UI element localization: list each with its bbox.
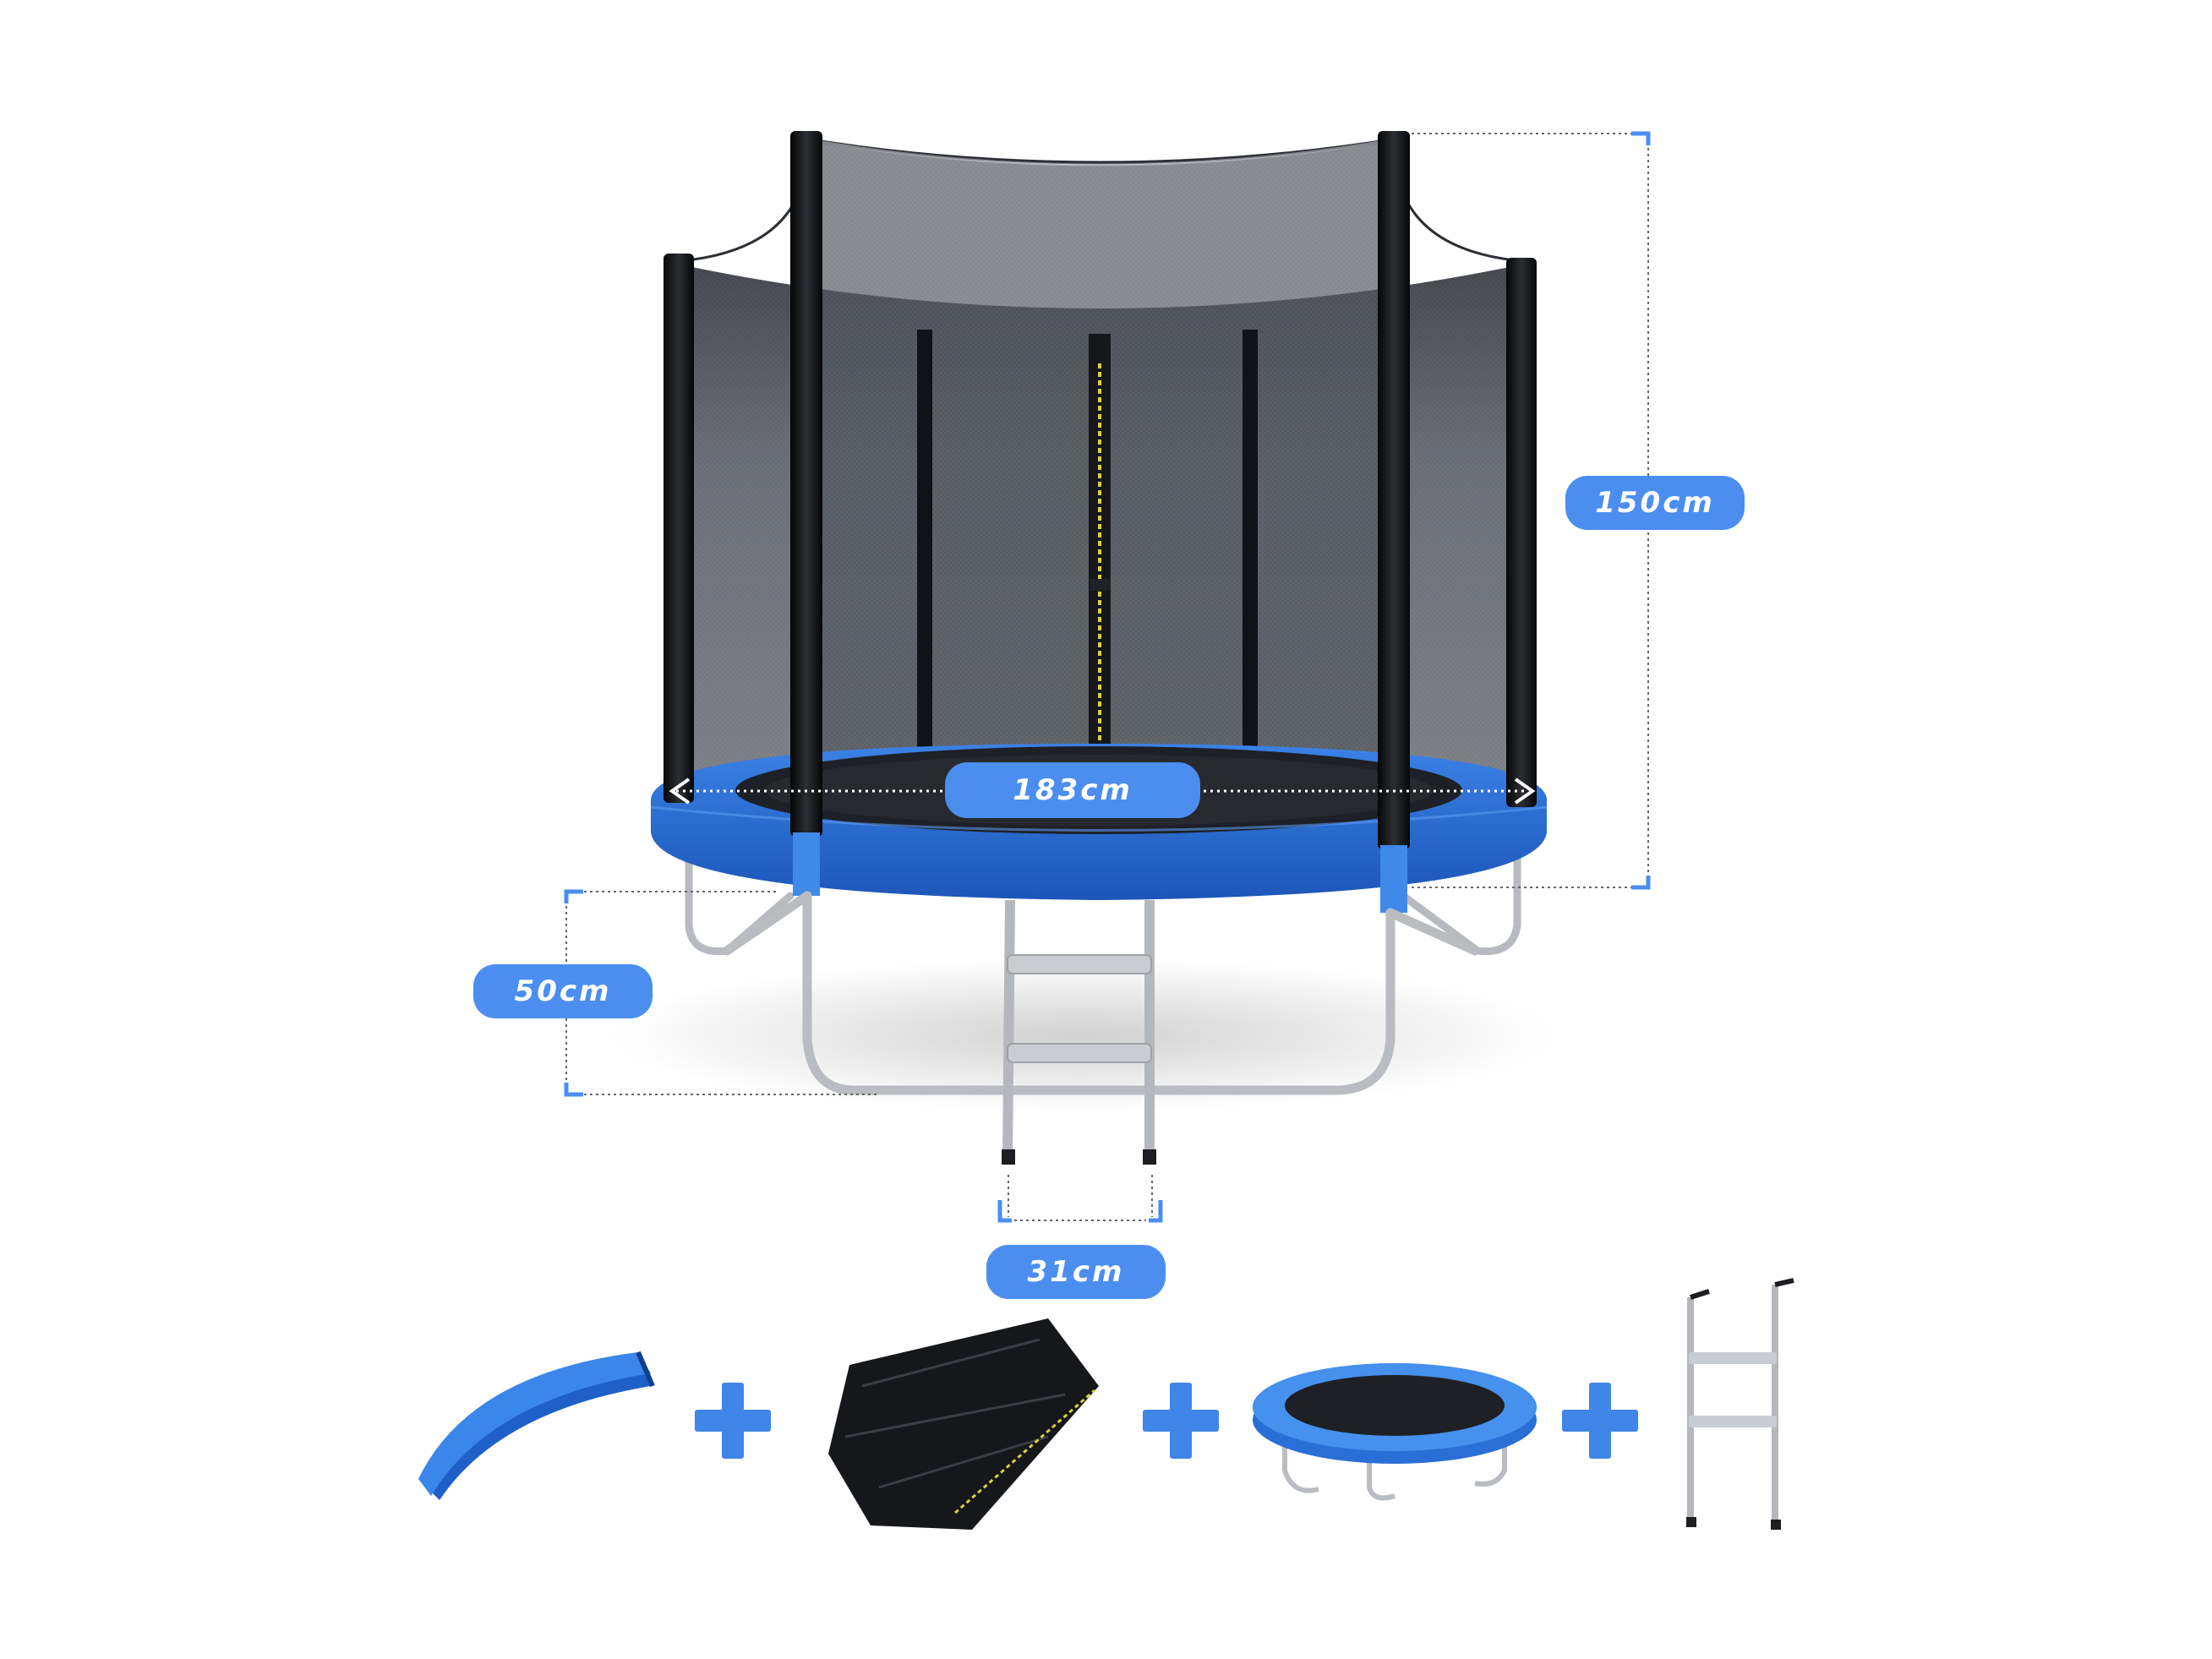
plus-icon [1562,1383,1638,1459]
ladder-width-label: 31cm [986,1245,1166,1299]
components-row [418,1278,1794,1530]
trampoline-illustration [650,131,1548,1165]
plus-icon [1143,1383,1219,1459]
pad-cover-icon [418,1351,655,1500]
leg-height-label: 50cm [473,964,653,1018]
ground-shadow [609,959,1555,1111]
diameter-label: 183cm [945,762,1200,818]
safety-net-icon [828,1318,1099,1530]
leg-height-dimension [564,889,879,1097]
side-pole-left [664,254,694,803]
ladder-icon [1686,1278,1794,1530]
front-pole-left [790,131,822,896]
back-pole [917,330,932,803]
ladder-width-dimension [997,1175,1163,1223]
side-pole-right [1506,258,1537,807]
front-frame [722,891,1480,1095]
ladder [1002,899,1156,1165]
plus-icon [695,1383,771,1459]
height-label: 150cm [1565,476,1745,530]
mini-trampoline-icon [1253,1363,1537,1501]
back-pole [1243,330,1258,803]
front-pole-right [1378,131,1410,913]
